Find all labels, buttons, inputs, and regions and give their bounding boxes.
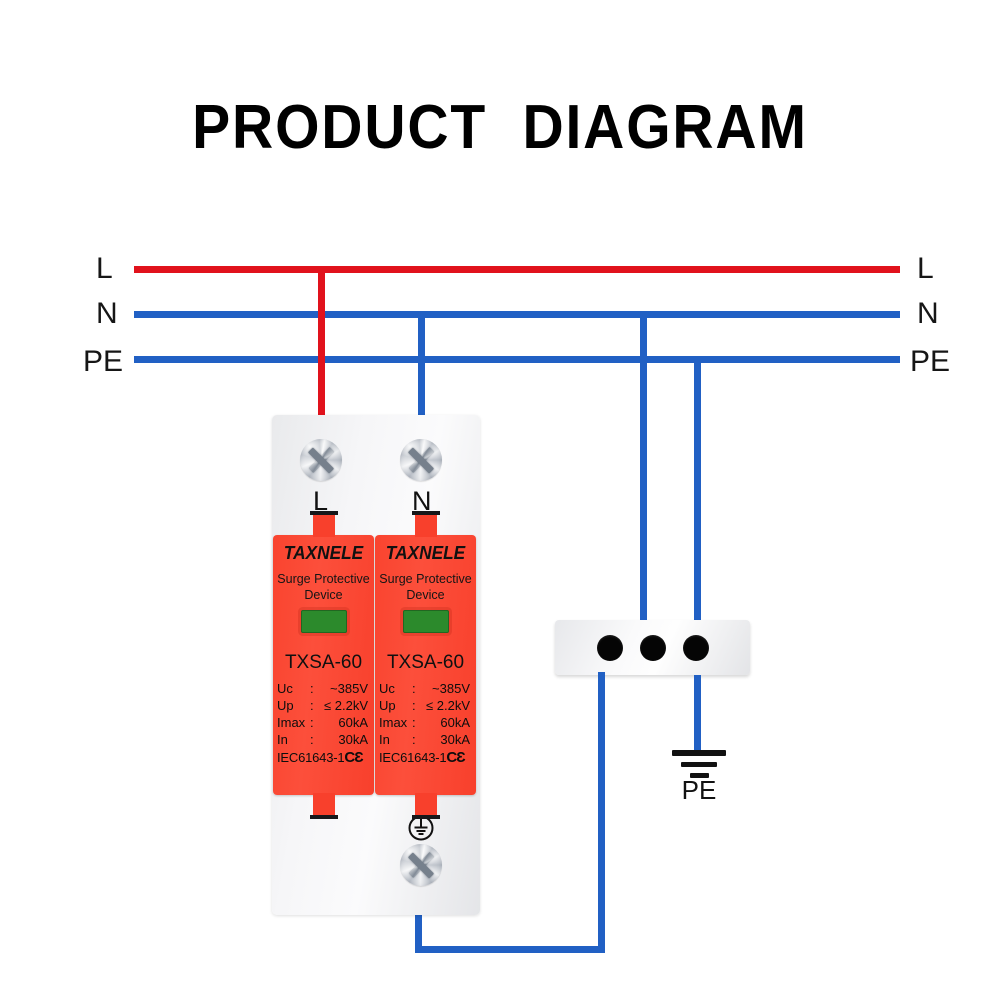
terminal-screw-live[interactable] [300,439,342,481]
spec-row: Up : ≤ 2.2kV [277,698,370,715]
bus-label-left-l: L [96,252,113,285]
spec-row: In : 30kA [379,732,472,749]
spec-colon: : [310,698,314,713]
module-brand: TAXNELE [283,543,364,563]
spec-standard-row: IEC61643-1 CƐ [277,749,370,767]
earth-ground-symbol [668,748,730,788]
terminal-label-live: L [313,486,329,516]
ground-label-pe: PE [681,775,717,805]
bus-line-live [134,266,900,273]
module-bottom-tab [411,793,440,819]
spec-colon: : [412,681,416,696]
spec-key: Imax [379,715,408,730]
wire-terminal-to-ground [694,675,701,750]
bus-label-left-pe: PE [83,345,124,378]
module-top-tab [309,511,338,537]
module-specs: Uc : ~385V Up : ≤ 2.2kV Imax : 60kA In :… [277,681,370,767]
spec-colon: : [412,715,416,730]
status-indicator [300,610,347,633]
terminal-hole-3 [683,634,709,661]
module-model: TXSA-60 [386,652,465,673]
spec-row: Imax : 60kA [379,715,472,732]
ce-mark-icon: CƐ [344,749,363,766]
terminal-hole-2 [640,634,666,661]
spec-standard-row: IEC61643-1 CƐ [379,749,472,767]
ce-mark-icon: CƐ [446,749,465,766]
drop-wire-earth-to-terminal [694,356,701,623]
spec-key: Imax [277,715,306,730]
spec-colon: : [310,732,314,747]
terminal-hole-1 [597,634,623,661]
status-indicator [402,610,449,633]
module-brand: TAXNELE [385,543,466,563]
spec-row: Uc : ~385V [277,681,370,698]
wire-device-earth-across [415,946,605,953]
wire-device-earth-up-to-terminal [598,672,605,953]
bus-line-earth [134,356,900,363]
terminal-label-neutral: N [412,486,432,516]
spec-value: ~385V [432,681,470,696]
module-subtitle: Surge Protective Device [273,571,374,603]
drop-wire-neutral [418,311,425,451]
spec-value: 30kA [440,732,470,747]
module-subtitle: Surge Protective Device [375,571,476,603]
module-subtitle-line1: Surge Protective [379,572,472,586]
standard-code: IEC61643-1 [277,750,345,765]
spec-colon: : [412,732,416,747]
module-top-tab [411,511,440,537]
spec-key: Uc [277,681,293,696]
page-title: PRODUCT DIAGRAM [192,93,808,162]
bus-label-right-pe: PE [910,345,951,378]
terminal-screw-earth[interactable] [400,844,442,886]
spec-key: Uc [379,681,395,696]
module-subtitle-line2: Device [304,588,343,602]
spec-value: ~385V [330,681,368,696]
spec-value: ≤ 2.2kV [324,698,368,713]
terminal-screw-neutral[interactable] [400,439,442,481]
spd-module-live[interactable]: TAXNELE Surge Protective Device TXSA-60 … [273,511,374,819]
module-model: TXSA-60 [284,652,363,673]
screw-head-icon [400,844,442,886]
drop-wire-live [318,266,325,451]
screw-head-icon [400,439,442,481]
spec-key: Up [277,698,294,713]
spec-row: Imax : 60kA [277,715,370,732]
spec-colon: : [310,681,314,696]
spec-row: In : 30kA [277,732,370,749]
earth-terminal-block[interactable] [555,620,750,675]
standard-code: IEC61643-1 [379,750,447,765]
module-specs: Uc : ~385V Up : ≤ 2.2kV Imax : 60kA In :… [379,681,472,767]
spec-value: 60kA [338,715,368,730]
spec-row: Up : ≤ 2.2kV [379,698,472,715]
spec-value: 30kA [338,732,368,747]
bus-line-neutral [134,311,900,318]
spec-value: ≤ 2.2kV [426,698,470,713]
module-subtitle-line2: Device [406,588,445,602]
module-bottom-tab [309,793,338,819]
spec-colon: : [310,715,314,730]
spec-value: 60kA [440,715,470,730]
spec-key: In [277,732,288,747]
bus-label-right-n: N [917,297,939,330]
screw-head-icon [300,439,342,481]
spec-key: Up [379,698,396,713]
spec-colon: : [412,698,416,713]
drop-wire-neutral-to-terminal [640,311,647,623]
spec-row: Uc : ~385V [379,681,472,698]
spec-key: In [379,732,390,747]
spd-module-neutral[interactable]: TAXNELE Surge Protective Device TXSA-60 … [375,511,476,819]
bus-label-right-l: L [917,252,934,285]
module-subtitle-line1: Surge Protective [277,572,370,586]
bus-label-left-n: N [96,297,118,330]
